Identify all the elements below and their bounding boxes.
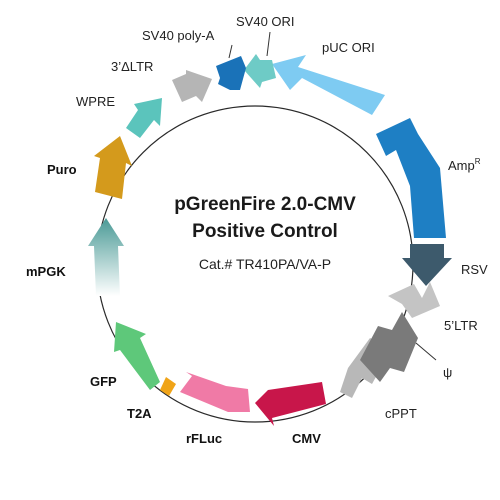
label-puc-ori: pUC ORI (322, 40, 375, 55)
label-t2a: T2A (127, 406, 152, 421)
label-ampr-text: Amp (448, 158, 475, 173)
label-sv40-ori: SV40 ORI (236, 14, 295, 29)
label-ampr-sup: R (475, 157, 481, 166)
plasmid-title-block: pGreenFire 2.0-CMV Positive Control Cat.… (174, 194, 356, 272)
label-ampr: AmpR (448, 157, 481, 173)
label-mpgk: mPGK (26, 264, 66, 279)
label-sv40-polya: SV40 poly-A (142, 28, 215, 43)
plasmid-title-line2: Positive Control (192, 221, 338, 242)
plasmid-title-line1: pGreenFire 2.0-CMV (174, 194, 356, 215)
label-5ltr: 5’LTR (444, 318, 478, 333)
feature-arrows (88, 54, 452, 426)
label-cppt: cPPT (385, 406, 417, 421)
sv40-polya-arrow (216, 56, 246, 90)
gfp-arrow (114, 322, 160, 390)
label-3ltr: 3’ΔLTR (111, 59, 153, 74)
sv40-ori-arrow (244, 54, 276, 88)
catalog-number: Cat.# TR410PA/VA-P (199, 256, 331, 272)
label-puro: Puro (47, 162, 77, 177)
5ltr-arrow (388, 282, 440, 318)
puro-arrow (94, 136, 132, 199)
rfluc-arrow (180, 372, 250, 412)
label-rfluc: rFLuc (186, 431, 222, 446)
label-gfp: GFP (90, 374, 117, 389)
t2a-segment (160, 377, 176, 396)
label-cmv: CMV (292, 431, 321, 446)
mpgk-arrow (88, 218, 124, 296)
rsv-arrow (402, 244, 452, 286)
leader-lines (228, 31, 437, 361)
psi-arrow (360, 312, 418, 382)
cmv-arrow (255, 382, 326, 426)
feature-labels: SV40 poly-A SV40 ORI pUC ORI 3’ΔLTR WPRE… (26, 14, 488, 446)
label-psi: ψ (443, 365, 452, 380)
wpre-arrow (126, 98, 162, 138)
label-wpre: WPRE (76, 94, 115, 109)
puc-ori-arrow (272, 55, 385, 115)
3ltr-arrow (172, 70, 212, 102)
ampr-arrow (376, 118, 446, 238)
label-rsv: RSV (461, 262, 488, 277)
